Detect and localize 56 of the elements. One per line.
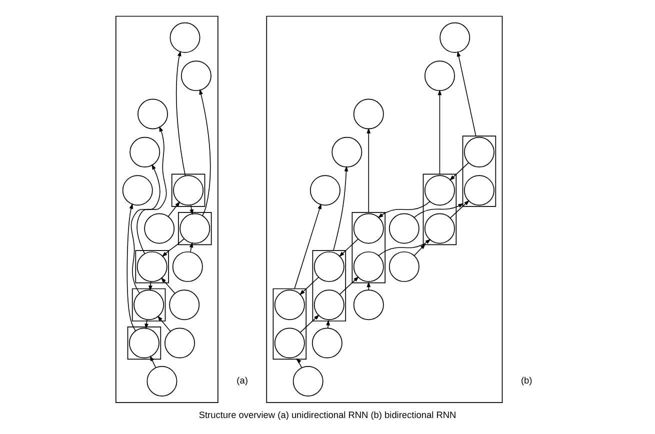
node-circle: [130, 136, 160, 168]
arrow: [199, 89, 211, 216]
arrow: [189, 242, 194, 252]
arrow: [378, 201, 430, 218]
node-circle: [146, 366, 178, 396]
arrow: [449, 162, 470, 181]
arrow: [176, 50, 186, 176]
node-circle: [332, 136, 362, 168]
arrow: [366, 282, 371, 290]
arrow: [450, 200, 470, 218]
node-circle: [388, 213, 420, 244]
arrow: [414, 244, 426, 256]
node-circle: [312, 328, 342, 358]
arrow: [299, 276, 319, 296]
arrow: [333, 166, 348, 251]
arrow: [190, 204, 194, 215]
node-circle: [144, 213, 175, 244]
arrow: [126, 203, 136, 332]
arrow: [144, 319, 148, 330]
node-circle: [464, 136, 494, 168]
node-circle: [138, 98, 168, 130]
arrow: [162, 238, 184, 258]
node-circle: [388, 251, 420, 282]
arrow: [294, 204, 322, 290]
arrow: [366, 128, 371, 213]
caption: Structure overview (a) unidirectional RNN (b) bidirectional RNN: [198, 410, 456, 420]
node-circle: [274, 328, 305, 358]
node-circle: [170, 22, 200, 53]
arrow: [456, 51, 476, 136]
arrow: [130, 164, 160, 294]
node-circle: [353, 290, 384, 320]
arrow: [339, 276, 359, 295]
arrow: [136, 126, 167, 254]
node-circle: [353, 98, 384, 130]
node-circle: [440, 22, 470, 53]
arrow: [168, 201, 180, 217]
cluster: [266, 16, 503, 404]
node-circle: [172, 251, 203, 282]
node-circle: [180, 60, 212, 92]
arrow: [414, 203, 464, 218]
arrow: [378, 238, 431, 256]
arrow: [438, 90, 442, 175]
arrow: [338, 238, 358, 257]
arrow: [150, 356, 156, 368]
node-circle: [310, 175, 340, 206]
arrow: [160, 277, 176, 294]
cluster: [115, 16, 218, 404]
node-circle: [122, 175, 153, 206]
label: (a): [236, 376, 248, 386]
node-circle: [424, 60, 455, 92]
node-circle: [169, 290, 200, 320]
arrow: [157, 316, 171, 332]
node-circle: [292, 366, 324, 396]
node-circle: [164, 328, 195, 358]
arrow: [300, 314, 320, 333]
label: (b): [520, 376, 532, 386]
